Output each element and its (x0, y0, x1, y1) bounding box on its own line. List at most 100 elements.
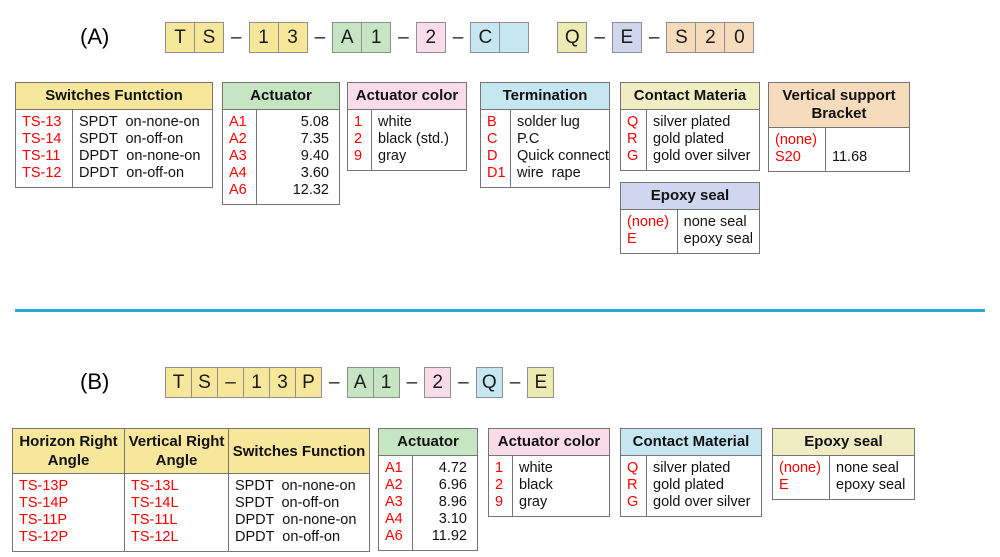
description-column: solder lug P.C Quick connect wire rape (511, 110, 615, 187)
code-cell: TS-14L (131, 495, 179, 511)
code-cell: 1 (354, 114, 363, 130)
code-cell: TS-13 (22, 114, 62, 130)
code-cell: 2 (354, 131, 363, 147)
description-column: none seal epoxy seal (678, 210, 759, 253)
code-cell: TS-13P (19, 478, 69, 494)
section-b-label: (B) (80, 369, 110, 394)
table-title: Actuator color (348, 83, 466, 110)
value-column: 4.72 6.96 8.96 3.10 11.92 (413, 456, 477, 550)
code-box: Q (557, 22, 588, 53)
code-box: S (194, 22, 224, 53)
desc-cell: DPDT on-off-on (79, 165, 185, 181)
value-column: 11.68 (826, 128, 909, 171)
section-divider-line (15, 309, 985, 312)
code-column: B C D D1 (481, 110, 511, 187)
table-title: Contact Material (621, 429, 761, 456)
code-cell: A3 (385, 494, 403, 510)
code-cell: G (627, 148, 639, 164)
value-cell: 5.08 (300, 114, 329, 130)
code-column: (none) E (621, 210, 678, 253)
code-box: E (527, 367, 555, 398)
table-title: Epoxy seal (773, 429, 914, 456)
desc-cell: solder lug (517, 114, 580, 130)
code-box: – (217, 367, 244, 398)
code-cell: D1 (487, 165, 506, 181)
code-group-actuator-color: 2 (424, 367, 452, 398)
table-title: Actuator (379, 429, 477, 456)
code-cell: A3 (229, 148, 247, 164)
code-cell: S20 (775, 149, 801, 165)
code-box: A (332, 22, 363, 53)
desc-cell: epoxy seal (683, 231, 753, 247)
code-cell: (none) (779, 460, 821, 476)
code-cell: TS-12L (131, 529, 179, 545)
table-epoxy-seal-a: Epoxy seal (none) E none seal epoxy seal (620, 182, 760, 254)
section-a-label: (A) (80, 24, 110, 49)
value-cell: 8.96 (438, 494, 467, 510)
value-cell: 12.32 (292, 182, 329, 198)
code-cell: TS-11 (22, 148, 61, 164)
code-box: 3 (277, 22, 308, 53)
desc-cell: white (519, 460, 553, 476)
code-cell: TS-11L (131, 512, 178, 528)
column-header-vertical-right-angle: Vertical Right Angle (125, 429, 229, 473)
desc-cell: gold plated (653, 131, 724, 147)
desc-cell: silver plated (653, 114, 731, 130)
table-epoxy-seal-b: Epoxy seal (none) E none seal epoxy seal (772, 428, 915, 500)
desc-cell: SPDT on-off-on (79, 131, 184, 147)
switches-function-column: SPDT on-none-on SPDT on-off-on DPDT on-n… (229, 474, 369, 551)
value-cell: 11.68 (832, 149, 868, 165)
desc-cell: SPDT on-none-on (235, 478, 356, 494)
code-cell: A2 (385, 477, 403, 493)
code-box: T (165, 22, 195, 53)
table-actuator-color-b: Actuator color 1 2 9 white black gray (488, 428, 610, 517)
desc-cell: gold plated (653, 477, 724, 493)
code-box: 0 (724, 22, 755, 53)
vertical-right-angle-column: TS-13L TS-14L TS-11L TS-12L (125, 474, 229, 551)
code-cell: Q (627, 460, 639, 476)
dash-separator: – (452, 26, 464, 48)
code-cell: TS-14P (19, 495, 69, 511)
table-actuator-a: Actuator A1 A2 A3 A4 A6 5.08 7.35 9.40 3… (222, 82, 340, 205)
code-column: A1 A2 A3 A4 A6 (379, 456, 413, 550)
code-box: T (165, 367, 192, 398)
code-cell: 2 (495, 477, 504, 493)
table-title: Epoxy seal (621, 183, 759, 210)
code-box: 2 (415, 22, 446, 53)
code-column: Q R G (621, 110, 647, 170)
desc-cell: P.C (517, 131, 540, 147)
code-column: TS-13 TS-14 TS-11 TS-12 (16, 110, 73, 187)
part-number-a: T S – 1 3 – A 1 – 2 – C Q – E – S (165, 22, 755, 53)
code-box-empty (499, 22, 530, 53)
code-box: C (470, 22, 501, 53)
code-group-function: 1 3 (248, 22, 308, 53)
code-cell: E (627, 231, 637, 247)
code-cell: 9 (354, 148, 363, 164)
code-cell: TS-14 (22, 131, 62, 147)
dash-separator: – (648, 26, 660, 48)
value-cell: 11.92 (431, 528, 467, 544)
value-cell: 3.60 (300, 165, 329, 181)
code-cell: A6 (385, 528, 403, 544)
code-group-actuator: A 1 (346, 367, 400, 398)
value-column: 5.08 7.35 9.40 3.60 12.32 (257, 110, 339, 204)
code-column: Q R G (621, 456, 647, 516)
dash-separator: – (458, 371, 469, 393)
code-cell: C (487, 131, 498, 147)
description-column: white black gray (513, 456, 609, 516)
code-cell: 9 (495, 494, 504, 510)
code-box: 2 (695, 22, 726, 53)
code-box: 1 (372, 367, 400, 398)
code-cell: G (627, 494, 639, 510)
dash-separator: – (594, 26, 605, 48)
code-column: (none) S20 (769, 128, 826, 171)
table-actuator-b: Actuator A1 A2 A3 A4 A6 4.72 6.96 8.96 3… (378, 428, 478, 551)
table-title: Actuator color (489, 429, 609, 456)
code-box: 2 (424, 367, 452, 398)
table-title: Contact Materia (621, 83, 759, 110)
code-group-epoxy: E (527, 367, 555, 398)
code-box: S (666, 22, 697, 53)
code-cell: TS-12P (19, 529, 69, 545)
code-cell: A4 (229, 165, 247, 181)
